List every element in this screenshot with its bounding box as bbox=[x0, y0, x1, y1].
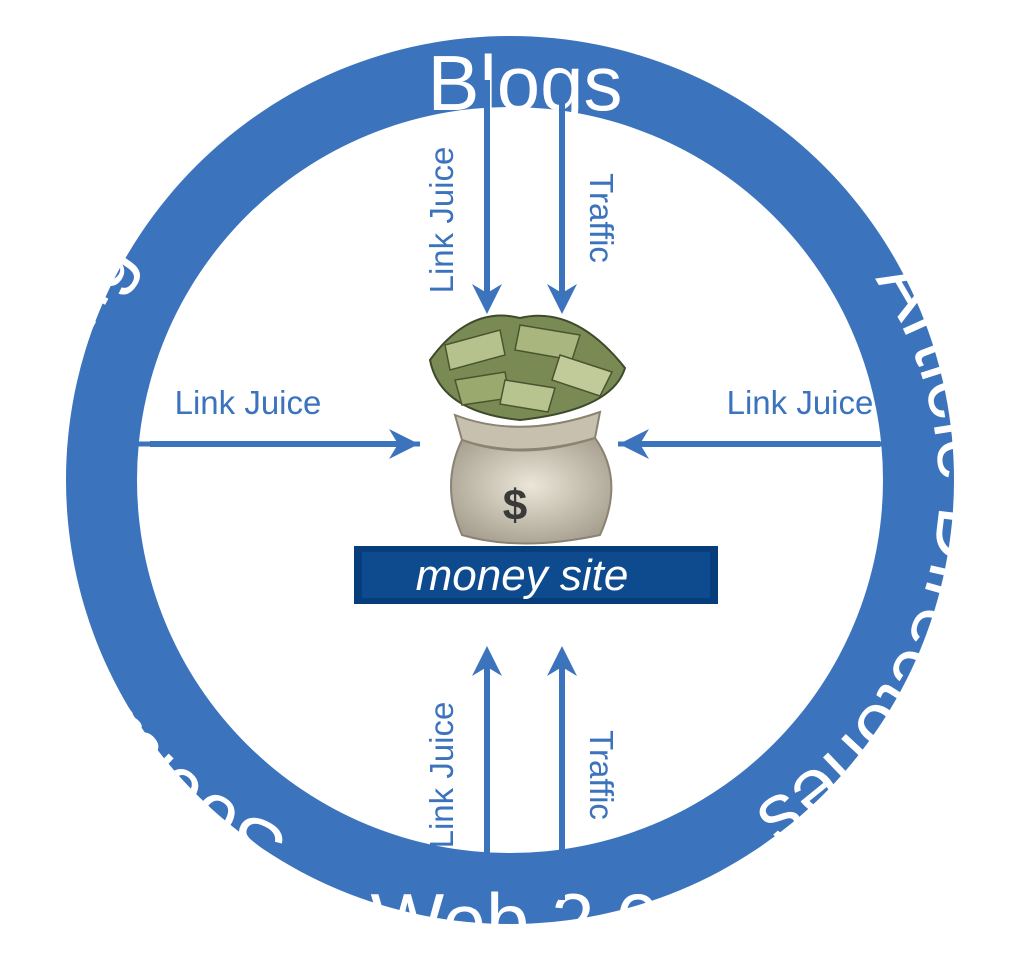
flow-label-right-link-juice: Link Juice bbox=[727, 384, 874, 421]
flow-label-top-link-juice: Link Juice bbox=[423, 147, 460, 294]
flow-label-top-traffic: Traffic bbox=[583, 173, 620, 263]
ring-label-blogs: Blogs bbox=[427, 39, 622, 127]
ring-label-web-2-0: Web 2.0 bbox=[370, 877, 659, 965]
money-site-banner-inner bbox=[362, 552, 710, 598]
flow-label-left-link-juice: Link Juice bbox=[175, 384, 322, 421]
dollar-sign: $ bbox=[503, 481, 527, 530]
money-bag-icon: $ bbox=[428, 314, 627, 545]
flow-label-bottom-link-juice: Link Juice bbox=[423, 702, 460, 849]
flow-label-bottom-traffic: Traffic bbox=[583, 730, 620, 820]
money-site-label: money site bbox=[416, 551, 629, 600]
